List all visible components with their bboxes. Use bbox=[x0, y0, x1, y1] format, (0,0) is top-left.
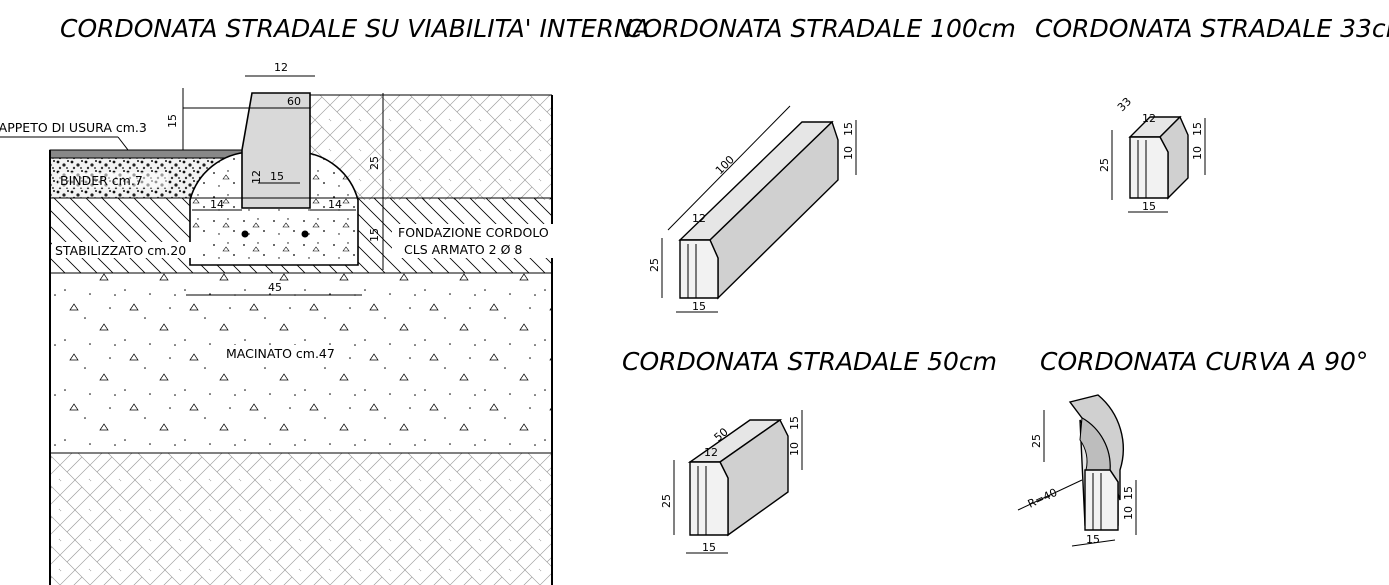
label-cls-armato: CLS ARMATO 2 Ø 8 bbox=[404, 242, 522, 257]
c100-r2: 10 bbox=[842, 146, 855, 160]
label-tappeto: TAPPETO DI USURA cm.3 bbox=[0, 120, 147, 135]
rebar-left bbox=[241, 230, 249, 238]
dim-top-width: 12 bbox=[274, 61, 288, 74]
label-binder: BINDER cm.7 bbox=[60, 173, 143, 188]
c33-r2: 10 bbox=[1191, 146, 1204, 160]
dim-found-height: 15 bbox=[368, 228, 381, 242]
curve-radius: R=40 bbox=[1026, 486, 1059, 511]
c50-r2: 10 bbox=[788, 442, 801, 456]
c50-height: 25 bbox=[660, 494, 673, 508]
section-title: CORDONATA STRADALE SU VIABILITA' INTERNA bbox=[60, 14, 650, 43]
c100-r1: 15 bbox=[842, 122, 855, 136]
dim-base-width: 45 bbox=[268, 281, 282, 294]
curve-90-title: CORDONATA CURVA A 90° bbox=[1040, 347, 1368, 376]
curve-90-drawing: 25 R=40 15 15 10 bbox=[1017, 394, 1137, 547]
label-macinato: MACINATO cm.47 bbox=[226, 346, 335, 361]
curve-height: 25 bbox=[1030, 434, 1043, 448]
dim-right-offset: 14 bbox=[328, 198, 342, 211]
dim-mid-height: 25 bbox=[368, 156, 381, 170]
c33-height: 25 bbox=[1098, 158, 1111, 172]
label-fondazione: FONDAZIONE CORDOLO bbox=[398, 225, 549, 240]
c100-height: 25 bbox=[648, 258, 661, 272]
curb-100-title: CORDONATA STRADALE 100cm bbox=[625, 14, 1016, 43]
c50-width: 15 bbox=[702, 541, 716, 554]
road-cross-section: 12 60 15 25 15 12 15 14 14 45 TAPPETO DI… bbox=[0, 61, 554, 585]
curve-width: 15 bbox=[1086, 533, 1100, 546]
rebar-right bbox=[301, 230, 309, 238]
label-stabilizzato: STABILIZZATO cm.20 bbox=[55, 243, 186, 258]
c33-length: 33 bbox=[1115, 95, 1134, 114]
curve-r1: 15 bbox=[1122, 486, 1135, 500]
curb-block bbox=[241, 92, 311, 209]
curve-r2: 10 bbox=[1122, 506, 1135, 520]
c50-r1: 15 bbox=[788, 416, 801, 430]
curb-100-drawing: 100 12 25 15 15 10 bbox=[648, 105, 857, 313]
macinato-layer bbox=[50, 273, 552, 453]
dim-left-offset: 14 bbox=[210, 198, 224, 211]
c100-width: 15 bbox=[692, 300, 706, 313]
c33-top: 12 bbox=[1142, 112, 1156, 125]
curb-33-drawing: 33 12 25 15 15 10 bbox=[1098, 95, 1206, 213]
curb-50-title: CORDONATA STRADALE 50cm bbox=[622, 347, 997, 376]
c50-top: 12 bbox=[704, 446, 718, 459]
c33-r1: 15 bbox=[1191, 122, 1204, 136]
curb-50-drawing: 50 12 25 15 15 10 bbox=[660, 410, 803, 554]
bottom-soil-layer bbox=[50, 453, 552, 585]
dim-curb-width: 60 bbox=[287, 95, 301, 108]
dim-left-height: 15 bbox=[166, 114, 179, 128]
asphalt-layer bbox=[49, 149, 243, 159]
dim-inner-height: 12 bbox=[250, 170, 263, 184]
c100-top: 12 bbox=[692, 212, 706, 225]
c33-width: 15 bbox=[1142, 200, 1156, 213]
curb-33-title: CORDONATA STRADALE 33cm bbox=[1035, 14, 1389, 43]
dim-inner-width: 15 bbox=[270, 170, 284, 183]
c100-length: 100 bbox=[713, 153, 737, 177]
